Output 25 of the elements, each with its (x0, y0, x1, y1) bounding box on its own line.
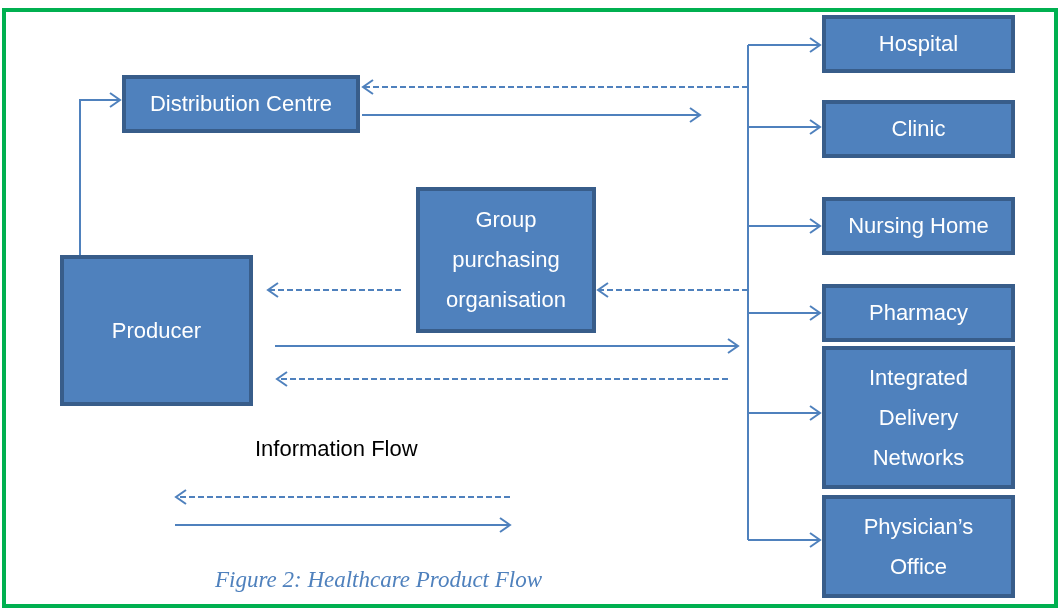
process-box: Nursing Home (822, 197, 1015, 255)
process-box: Distribution Centre (122, 75, 360, 133)
arrow (362, 79, 749, 95)
process-box: Producer (60, 255, 253, 406)
process-box: Group purchasing organisation (416, 187, 596, 333)
bus-line (747, 44, 749, 541)
arrow (747, 119, 821, 135)
arrow (747, 37, 821, 53)
process-box: Clinic (822, 100, 1015, 158)
arrow (747, 218, 821, 234)
figure-caption: Figure 2: Healthcare Product Flow (215, 566, 543, 594)
process-box: Integrated Delivery Networks (822, 346, 1015, 489)
arrow (276, 371, 729, 387)
process-box: Pharmacy (822, 284, 1015, 342)
arrow (274, 338, 739, 354)
arrow (79, 92, 121, 256)
arrow (597, 282, 749, 298)
arrow (747, 405, 821, 421)
arrow (361, 107, 701, 123)
process-box: Physician’s Office (822, 495, 1015, 598)
arrow (267, 282, 402, 298)
flow-label: Information Flow (255, 435, 418, 463)
arrow (747, 305, 821, 321)
process-box: Hospital (822, 15, 1015, 73)
arrow (747, 532, 821, 548)
